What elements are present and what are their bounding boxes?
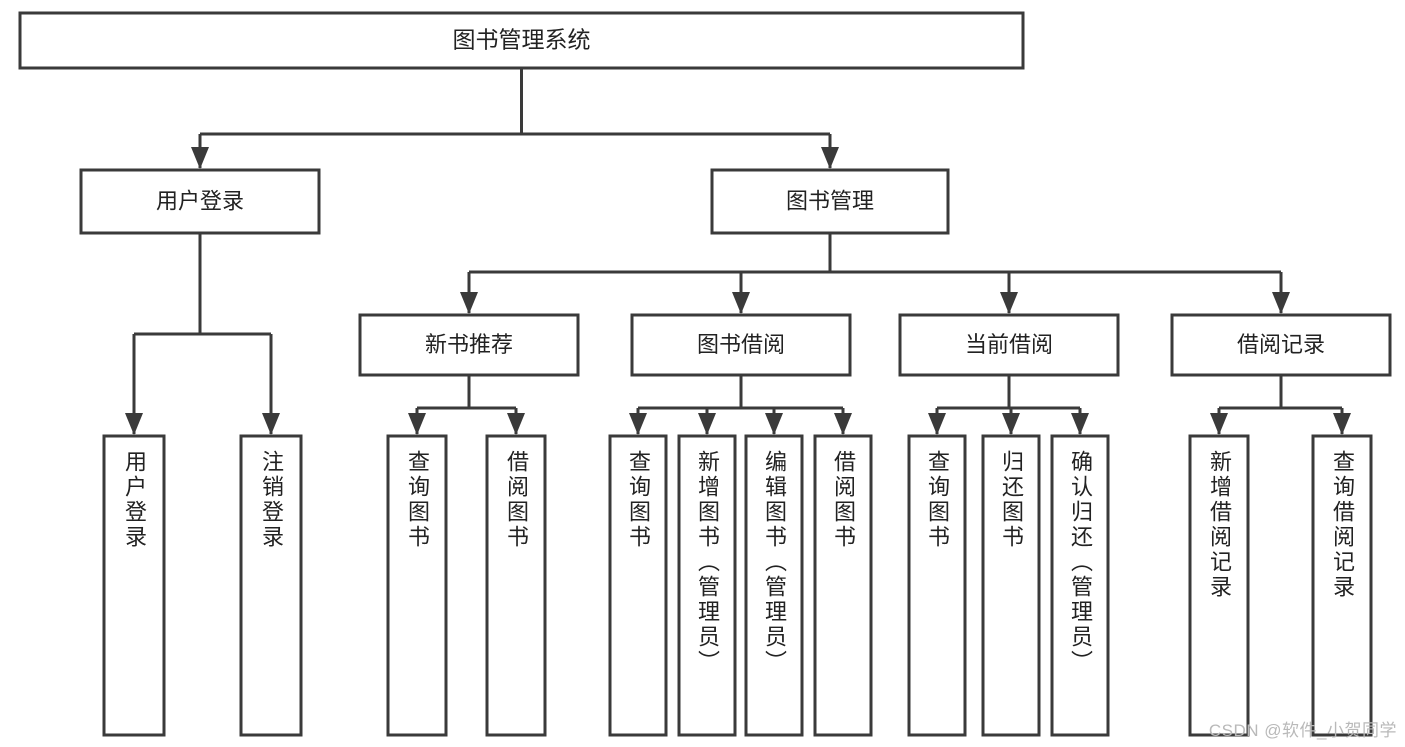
arrow-head-icon-root-to-book-manage bbox=[821, 147, 839, 169]
node-leaf-logout-rect[interactable] bbox=[239, 434, 303, 737]
arrow-head-icon-book-manage-to-borrow-record bbox=[1272, 292, 1290, 314]
node-leaf-add-book[interactable] bbox=[677, 434, 737, 737]
node-new-book-rec-label: 新书推荐 bbox=[425, 332, 513, 357]
node-leaf-query-book-2[interactable] bbox=[608, 434, 668, 737]
node-leaf-add-book-rect[interactable] bbox=[677, 434, 737, 737]
node-leaf-add-record-rect[interactable] bbox=[1188, 434, 1250, 737]
arrow-head-icon-borrow-record-to-leaf-query-record bbox=[1333, 413, 1351, 435]
arrow-head-icon-root-to-user-login bbox=[191, 147, 209, 169]
arrow-head-icon-user-login-to-leaf-user-login bbox=[125, 413, 143, 435]
node-current-borrow-rect[interactable] bbox=[898, 313, 1120, 377]
arrow-head-icon-borrow-record-to-leaf-add-record bbox=[1210, 413, 1228, 435]
node-root-label: 图书管理系统 bbox=[453, 27, 591, 53]
node-borrow-record-rect[interactable] bbox=[1170, 313, 1392, 377]
node-leaf-borrow-book-2-rect[interactable] bbox=[813, 434, 873, 737]
node-book-borrow-label: 图书借阅 bbox=[697, 332, 785, 357]
arrow-head-icon-current-borrow-to-leaf-query-book-3 bbox=[928, 413, 946, 435]
node-user-login-rect[interactable] bbox=[79, 168, 321, 235]
node-leaf-query-book-3[interactable] bbox=[907, 434, 967, 737]
node-book-manage[interactable]: 图书管理 bbox=[710, 168, 950, 235]
node-leaf-edit-book-rect[interactable] bbox=[744, 434, 804, 737]
node-leaf-user-login-rect[interactable] bbox=[102, 434, 166, 737]
node-leaf-user-login[interactable] bbox=[102, 434, 166, 737]
connectors-layer bbox=[125, 68, 1351, 435]
node-leaf-query-book-1-rect[interactable] bbox=[386, 434, 448, 737]
node-current-borrow-label: 当前借阅 bbox=[965, 332, 1053, 357]
node-leaf-add-record[interactable] bbox=[1188, 434, 1250, 737]
node-leaf-confirm-return[interactable] bbox=[1050, 434, 1110, 737]
node-leaf-return-book[interactable] bbox=[981, 434, 1041, 737]
node-leaf-query-record[interactable] bbox=[1311, 434, 1373, 737]
node-book-manage-rect[interactable] bbox=[710, 168, 950, 235]
node-leaf-query-book-2-rect[interactable] bbox=[608, 434, 668, 737]
arrow-head-icon-book-borrow-to-leaf-add-book bbox=[698, 413, 716, 435]
node-leaf-borrow-book-2[interactable] bbox=[813, 434, 873, 737]
node-root-rect[interactable] bbox=[18, 11, 1025, 70]
node-leaf-borrow-book-1[interactable] bbox=[485, 434, 547, 737]
arrow-head-icon-current-borrow-to-leaf-return-book bbox=[1002, 413, 1020, 435]
node-leaf-return-book-rect[interactable] bbox=[981, 434, 1041, 737]
arrow-head-icon-new-book-rec-to-leaf-borrow-book-1 bbox=[507, 413, 525, 435]
node-user-login[interactable]: 用户登录 bbox=[79, 168, 321, 235]
node-leaf-confirm-return-rect[interactable] bbox=[1050, 434, 1110, 737]
arrow-head-icon-book-manage-to-current-borrow bbox=[1000, 292, 1018, 314]
node-new-book-rec[interactable]: 新书推荐 bbox=[358, 313, 580, 377]
node-leaf-query-record-rect[interactable] bbox=[1311, 434, 1373, 737]
node-leaf-borrow-book-1-rect[interactable] bbox=[485, 434, 547, 737]
arrow-head-icon-book-borrow-to-leaf-edit-book bbox=[765, 413, 783, 435]
node-leaf-logout[interactable] bbox=[239, 434, 303, 737]
node-user-login-label: 用户登录 bbox=[156, 188, 244, 213]
arrow-head-icon-user-login-to-leaf-logout bbox=[262, 413, 280, 435]
node-leaf-query-book-3-rect[interactable] bbox=[907, 434, 967, 737]
arrow-head-icon-current-borrow-to-leaf-confirm-return bbox=[1071, 413, 1089, 435]
node-borrow-record[interactable]: 借阅记录 bbox=[1170, 313, 1392, 377]
node-new-book-rec-rect[interactable] bbox=[358, 313, 580, 377]
arrow-head-icon-book-borrow-to-leaf-borrow-book-2 bbox=[834, 413, 852, 435]
arrow-head-icon-book-manage-to-new-book-rec bbox=[460, 292, 478, 314]
node-book-borrow-rect[interactable] bbox=[630, 313, 852, 377]
node-leaf-edit-book[interactable] bbox=[744, 434, 804, 737]
node-borrow-record-label: 借阅记录 bbox=[1237, 332, 1325, 357]
node-leaf-query-book-1[interactable] bbox=[386, 434, 448, 737]
arrow-head-icon-book-borrow-to-leaf-query-book-2 bbox=[629, 413, 647, 435]
node-book-manage-label: 图书管理 bbox=[786, 188, 874, 213]
arrow-head-icon-book-manage-to-book-borrow bbox=[732, 292, 750, 314]
node-current-borrow[interactable]: 当前借阅 bbox=[898, 313, 1120, 377]
arrow-head-icon-new-book-rec-to-leaf-query-book-1 bbox=[408, 413, 426, 435]
csdn-watermark: CSDN @软件_小贺同学 bbox=[1208, 721, 1397, 740]
node-root[interactable]: 图书管理系统 bbox=[18, 11, 1025, 70]
node-book-borrow[interactable]: 图书借阅 bbox=[630, 313, 852, 377]
